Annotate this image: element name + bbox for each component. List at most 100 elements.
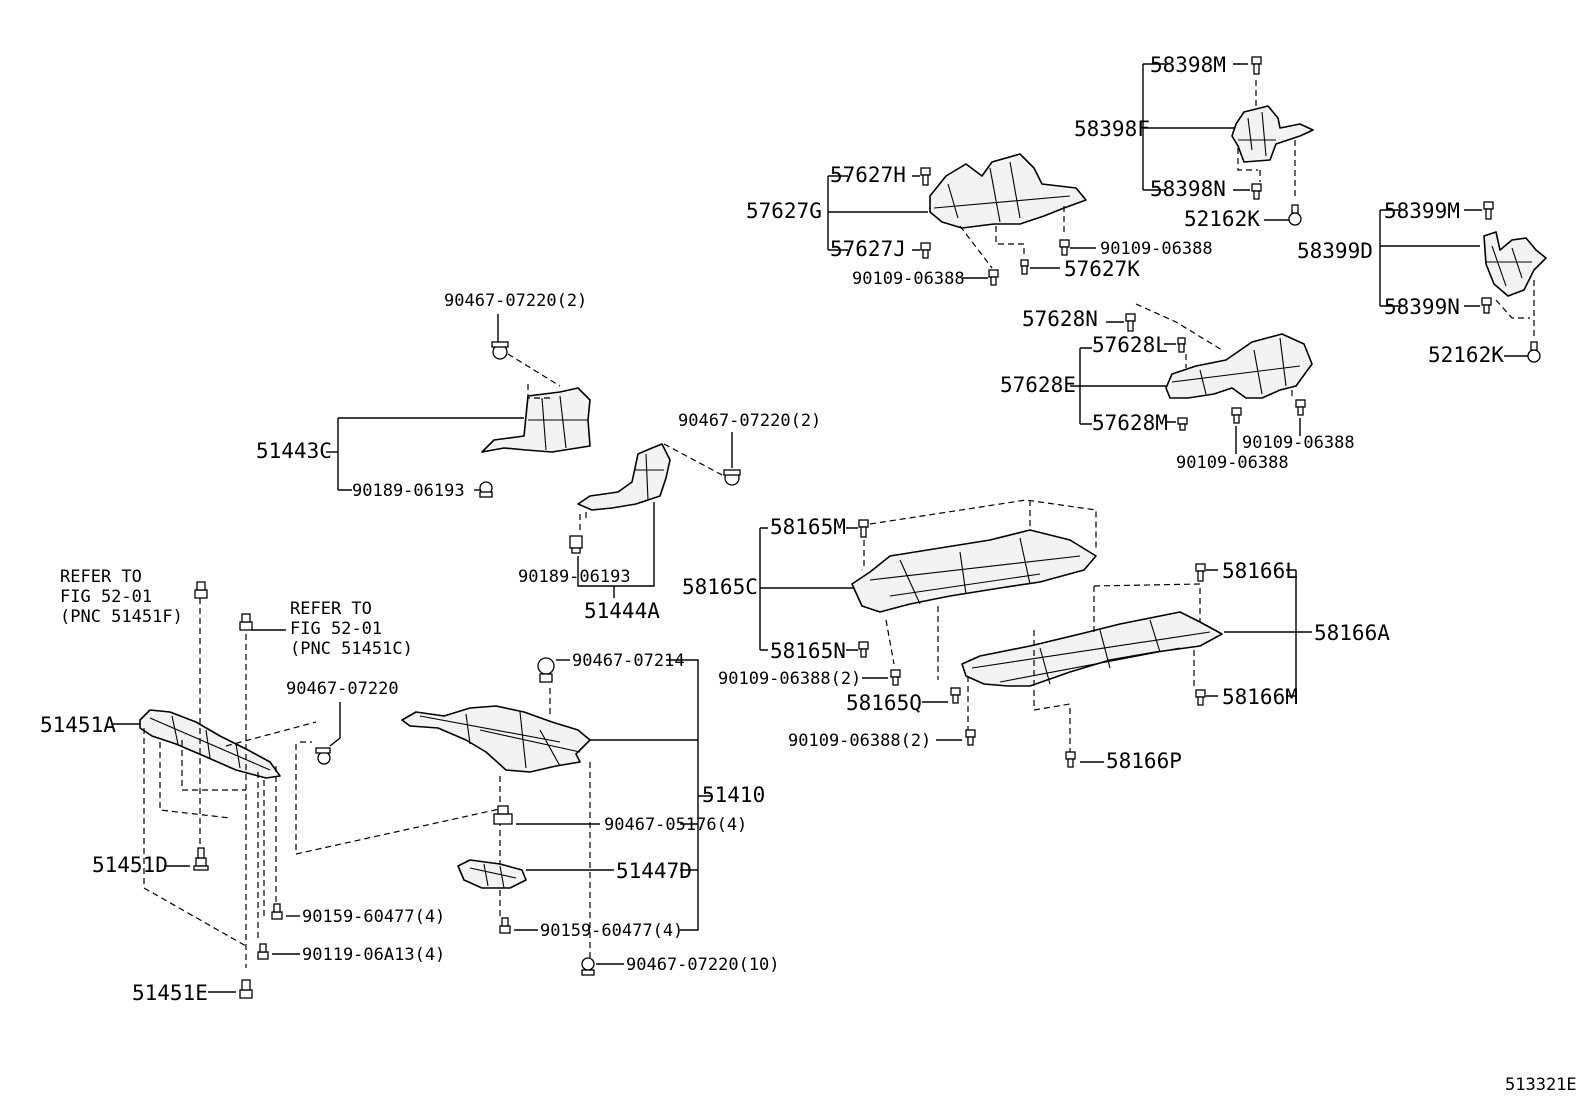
label-57627H: 57627H <box>830 163 906 187</box>
bolt-90109-a <box>1059 239 1070 256</box>
group-57628E: 57628N 57628L 57628E 57628M 90109-06388 … <box>1000 303 1355 473</box>
part-51447D <box>457 859 527 889</box>
label-57628L: 57628L <box>1092 333 1168 357</box>
bolt-90109-e <box>890 669 901 686</box>
label-58399M: 58399M <box>1384 199 1460 223</box>
label-58398F: 58398F <box>1074 117 1150 141</box>
clip-90467-c <box>315 747 331 765</box>
refer2-line3: (PNC 51451C) <box>290 639 413 659</box>
label-90119-06A13-4: 90119-06A13(4) <box>302 945 445 965</box>
bolt-58399N <box>1481 297 1492 314</box>
label-58166M: 58166M <box>1222 685 1298 709</box>
clip-90467-a <box>491 341 509 360</box>
label-58399N: 58399N <box>1384 295 1460 319</box>
label-90189-06193-a: 90189-06193 <box>352 481 465 501</box>
part-58398F <box>1231 105 1314 163</box>
label-58165N: 58165N <box>770 639 846 663</box>
group-57627G: 57627H 57627G 57627J 90109-06388 57627K … <box>746 153 1213 289</box>
group-51451A: REFER TO FIG 52-01 (PNC 51451F) REFER TO… <box>40 567 505 1005</box>
refer2-line1: REFER TO <box>290 599 372 619</box>
label-90109-06388-d: 90109-06388 <box>1176 453 1289 473</box>
refer2-line2: FIG 52-01 <box>290 619 382 639</box>
group-51410: 90467-07214 51410 90467-05176(4) 51447D … <box>401 651 780 976</box>
bolt-52162K-b <box>1527 341 1541 363</box>
part-58399D <box>1483 231 1547 297</box>
label-90467-07220-c: 90467-07220 <box>286 679 399 699</box>
bolt-90109-f <box>965 729 976 746</box>
clip-90467-e <box>493 805 513 825</box>
bolt-58166M <box>1195 689 1206 706</box>
label-51444A: 51444A <box>584 599 660 623</box>
label-90467-07220-2-a: 90467-07220(2) <box>444 291 587 311</box>
label-58399D: 58399D <box>1297 239 1373 263</box>
label-58166A: 58166A <box>1314 621 1390 645</box>
label-51451A: 51451A <box>40 713 116 737</box>
bolt-51451D <box>193 847 209 871</box>
group-58399D: 58399M 58399D 58399N 52162K <box>1297 199 1547 367</box>
bolt-58399M <box>1483 201 1494 220</box>
bolt-refer-51451F <box>194 581 208 599</box>
bolt-58166P <box>1065 751 1076 768</box>
label-57627J: 57627J <box>830 237 906 261</box>
bolt-58165Q <box>950 687 961 704</box>
part-51410 <box>401 705 591 773</box>
clip-90189-b <box>569 535 583 554</box>
label-52162K-b: 52162K <box>1428 343 1504 367</box>
label-90467-07220-10: 90467-07220(10) <box>626 955 780 975</box>
part-57627G <box>929 153 1087 229</box>
label-58165C: 58165C <box>682 575 758 599</box>
label-90109-06388-2-f: 90109-06388(2) <box>788 731 931 751</box>
label-58165Q: 58165Q <box>846 691 922 715</box>
bolt-57627H <box>920 167 931 186</box>
label-58398N: 58398N <box>1150 177 1226 201</box>
clip-90467-f <box>581 957 595 976</box>
diagram-id: 513321E <box>1505 1075 1577 1095</box>
part-58165C <box>851 529 1097 613</box>
bolt-51451E <box>239 979 253 999</box>
label-58166L: 58166L <box>1222 559 1298 583</box>
bolt-57628M <box>1177 417 1188 431</box>
label-90467-07214: 90467-07214 <box>572 651 685 671</box>
bolt-52162K-a <box>1288 204 1302 226</box>
label-57628E: 57628E <box>1000 373 1076 397</box>
refer1-line3: (PNC 51451F) <box>60 607 183 627</box>
label-90189-06193-b: 90189-06193 <box>518 567 631 587</box>
label-90109-06388-a: 90109-06388 <box>1100 239 1213 259</box>
bolt-57627K <box>1020 259 1029 275</box>
part-51444A <box>577 443 671 511</box>
label-90159-60477-4-b: 90159-60477(4) <box>302 907 445 927</box>
bolt-58165N <box>858 641 869 658</box>
group-51443C: 90467-07220(2) 51443C 90189-06193 <box>256 291 591 501</box>
bolt-refer-51451C <box>239 613 253 631</box>
refer1-line2: FIG 52-01 <box>60 587 152 607</box>
part-58166A <box>961 611 1223 687</box>
label-57628N: 57628N <box>1022 307 1098 331</box>
label-52162K-a: 52162K <box>1184 207 1260 231</box>
label-51410: 51410 <box>702 783 765 807</box>
bolt-58398M <box>1251 56 1262 75</box>
bolt-58166L <box>1195 563 1206 582</box>
group-51444A: 90467-07220(2) 90189-06193 51444A <box>518 411 821 623</box>
label-57627G: 57627G <box>746 199 822 223</box>
label-90109-06388-b: 90109-06388 <box>852 269 965 289</box>
label-90159-60477-4-a: 90159-60477(4) <box>540 921 683 941</box>
bolt-90109-d <box>1295 399 1306 416</box>
clip-90467-b <box>723 469 741 486</box>
label-58165M: 58165M <box>770 515 846 539</box>
group-58398F: 58398M 58398F 58398N 52162K <box>1074 53 1314 231</box>
group-58166A: 58166L 58166A 58166M 90109-06388(2) 5816… <box>788 559 1390 773</box>
clip-90467-d <box>537 657 555 683</box>
label-57627K: 57627K <box>1064 257 1140 281</box>
label-90109-06388-c: 90109-06388 <box>1242 433 1355 453</box>
label-51451E: 51451E <box>132 981 208 1005</box>
label-51451D: 51451D <box>92 853 168 877</box>
bolt-58398N <box>1251 183 1262 200</box>
bolt-90159-a <box>499 917 511 934</box>
group-58165C: 58165M 58165C 58165N 90109-06388(2) 5816… <box>682 499 1097 715</box>
label-58398M: 58398M <box>1150 53 1226 77</box>
bolt-90109-c <box>1231 407 1242 424</box>
bolt-57628L <box>1177 337 1186 353</box>
bolt-57627J <box>920 242 931 259</box>
label-90467-07220-2-b: 90467-07220(2) <box>678 411 821 431</box>
bolt-90109-b <box>988 269 999 286</box>
